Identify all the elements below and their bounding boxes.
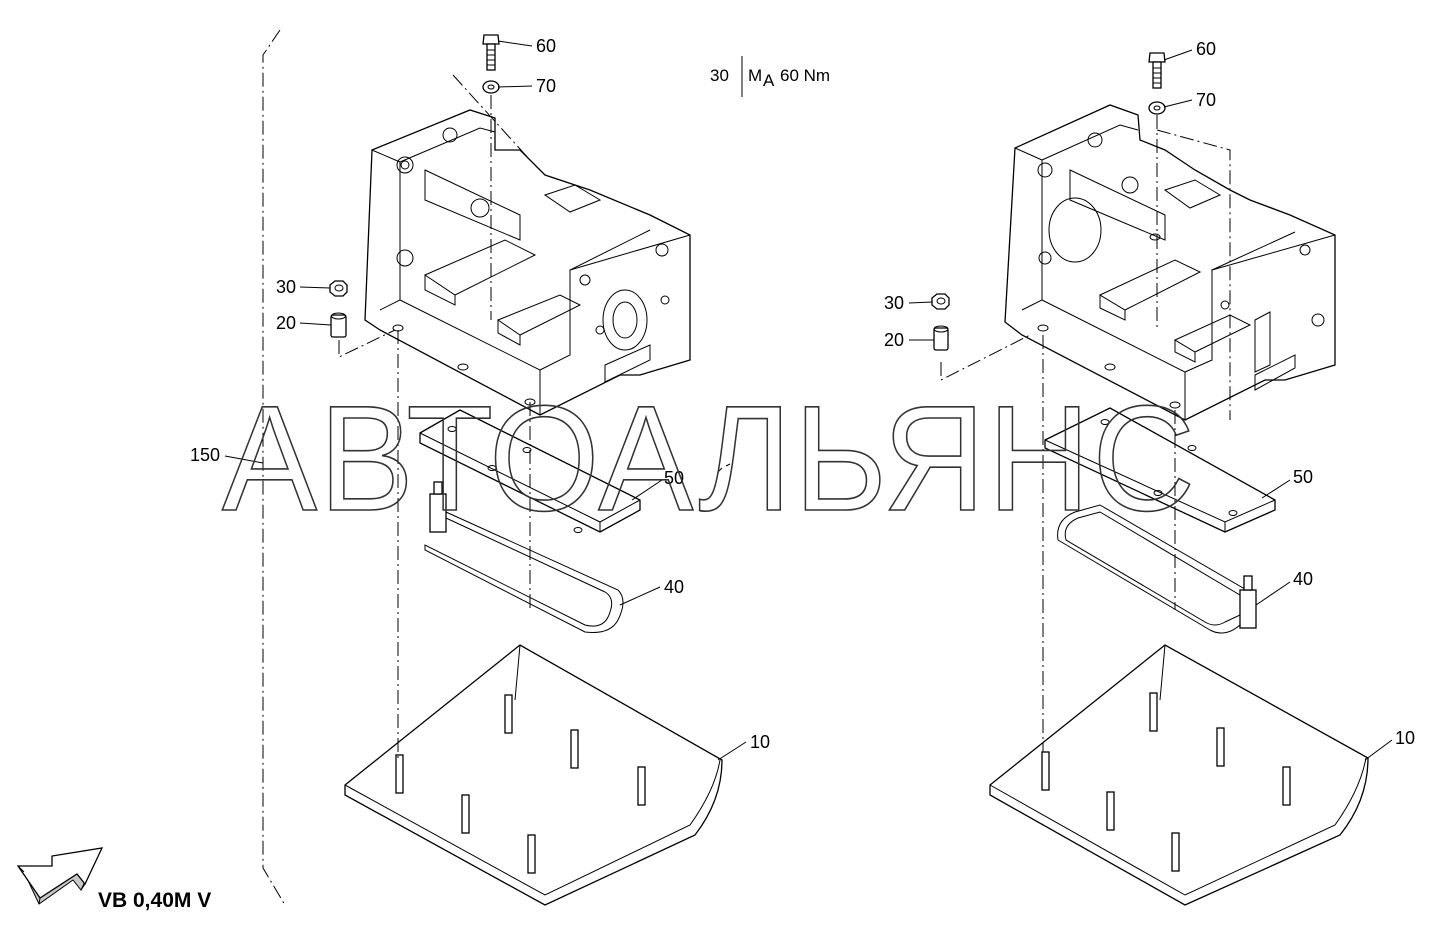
left-leader-lines [224, 40, 747, 761]
right-frame-housing [1004, 104, 1336, 421]
left-callout-30: 30 [276, 277, 296, 297]
torque-subscript: A [763, 71, 775, 90]
right-leader-lines [908, 49, 1393, 761]
right-callout-10: 10 [1395, 728, 1415, 748]
left-washer [482, 80, 500, 94]
small-mark [717, 463, 731, 473]
left-assembly: 60 70 30 20 150 50 40 10 [190, 34, 770, 906]
left-callout-40: 40 [664, 577, 684, 597]
left-frame-housing [364, 109, 691, 416]
right-seal-loop [1057, 504, 1257, 634]
right-callout-70: 70 [1196, 90, 1216, 110]
left-callouts: 60 70 30 20 150 50 40 10 [190, 36, 770, 752]
left-studs [395, 694, 646, 874]
right-cover-plate [1044, 407, 1276, 533]
center-line [262, 29, 286, 906]
watermark-text: АВТОАЛЬЯНС [222, 374, 1197, 542]
right-washer [1148, 101, 1166, 115]
left-construction-lines [338, 74, 531, 760]
right-callouts: 60 70 30 20 50 40 10 [884, 39, 1415, 748]
left-seal-loop [424, 481, 624, 633]
view-label: VB 0,40M V [98, 889, 211, 912]
right-assembly: 60 70 30 20 50 40 10 [884, 39, 1415, 906]
left-callout-50: 50 [664, 468, 684, 488]
left-cover-plate [419, 409, 641, 533]
right-callout-60: 60 [1196, 39, 1216, 59]
left-nut [329, 280, 348, 297]
left-callout-20: 20 [276, 313, 296, 333]
right-callout-20: 20 [884, 330, 904, 350]
torque-symbol: M [748, 66, 762, 85]
right-base-plate [989, 644, 1369, 906]
right-nut [931, 293, 950, 310]
right-spacer [933, 325, 949, 351]
right-callout-30: 30 [884, 293, 904, 313]
left-callout-10: 10 [750, 732, 770, 752]
right-callout-40: 40 [1293, 569, 1313, 589]
left-bolt [482, 34, 500, 71]
direction-arrow-icon [16, 847, 104, 905]
left-callout-60: 60 [536, 36, 556, 56]
right-bolt [1148, 52, 1166, 89]
torque-note: 30 M A 60 Nm [710, 56, 830, 97]
right-callout-50: 50 [1293, 467, 1313, 487]
left-base-plate [344, 644, 723, 906]
torque-value: 60 Nm [780, 66, 830, 85]
right-studs [1041, 692, 1291, 872]
left-spacer [330, 312, 347, 338]
left-callout-150: 150 [190, 445, 220, 465]
left-callout-70: 70 [536, 76, 556, 96]
torque-item-number: 30 [710, 66, 729, 85]
right-construction-lines [940, 115, 1231, 752]
